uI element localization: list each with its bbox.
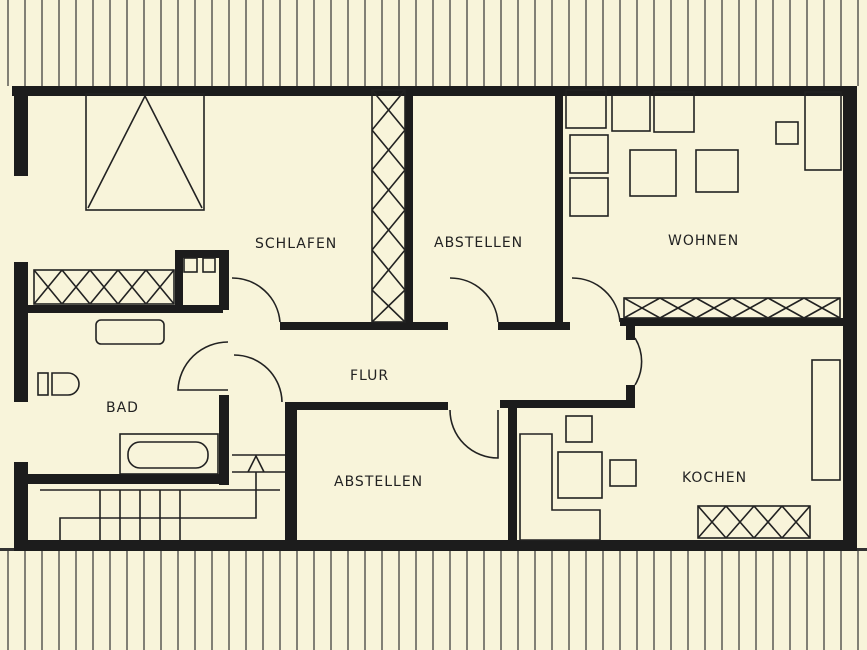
doors	[177, 277, 643, 459]
roof-hatching-top	[7, 0, 859, 86]
furniture	[33, 89, 842, 541]
room-label-abstellen-bottom: ABSTELLEN	[334, 474, 423, 490]
room-label-schlafen: SCHLAFEN	[255, 236, 337, 252]
walls	[12, 86, 857, 551]
room-label-flur: FLUR	[350, 368, 389, 384]
roof-hatching-bottom	[7, 551, 859, 650]
room-label-wohnen: WOHNEN	[668, 233, 739, 249]
room-label-kochen: KOCHEN	[682, 470, 747, 486]
room-label-bad: BAD	[106, 400, 139, 416]
room-label-abstellen-top: ABSTELLEN	[434, 235, 523, 251]
